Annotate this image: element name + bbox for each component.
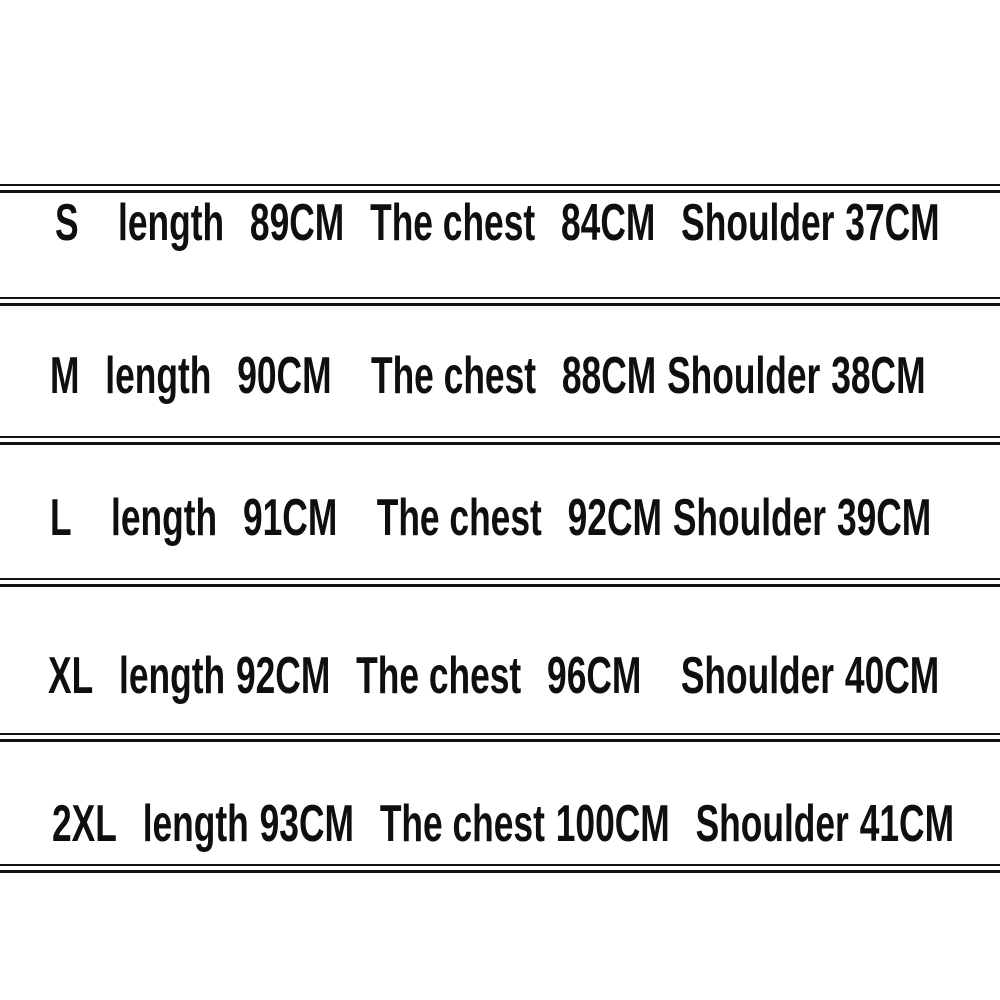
chest-value: 88CM <box>561 347 657 405</box>
length-label: length <box>119 647 226 705</box>
length-value: 90CM <box>237 347 332 405</box>
chest-label: The chest <box>370 194 536 252</box>
shoulder-label: Shoulder <box>667 347 821 405</box>
size-label: S <box>55 194 79 252</box>
chest-value: 84CM <box>561 194 656 252</box>
shoulder-value: 40CM <box>844 647 940 705</box>
length-value: 93CM <box>259 795 354 853</box>
size-label: L <box>50 489 72 547</box>
chest-label: The chest <box>379 795 545 853</box>
shoulder-value: 41CM <box>859 795 955 853</box>
chest-label: The chest <box>376 489 542 547</box>
chest-label: The chest <box>370 347 537 405</box>
shoulder-value: 38CM <box>831 347 926 405</box>
shoulder-label: Shoulder <box>681 194 835 252</box>
shoulder-label: Shoulder <box>672 489 827 547</box>
length-label: length <box>118 194 225 252</box>
size-row-s: S length 89CM The chest 84CM Shoulder 37… <box>55 197 940 249</box>
divider-line <box>0 297 1000 306</box>
length-label: length <box>111 489 218 547</box>
chest-value: 100CM <box>555 795 670 853</box>
length-label: length <box>105 347 212 405</box>
length-value: 92CM <box>235 647 331 705</box>
length-value: 89CM <box>249 194 345 252</box>
divider-line <box>0 733 1000 742</box>
shoulder-value: 39CM <box>836 489 932 547</box>
chest-label: The chest <box>356 647 522 705</box>
chest-value: 92CM <box>567 489 662 547</box>
length-value: 91CM <box>242 489 338 547</box>
divider-line <box>0 864 1000 873</box>
size-row-l: L length 91CM The chest 92CM Shoulder 39… <box>50 492 931 544</box>
divider-line <box>0 436 1000 445</box>
chest-value: 96CM <box>547 647 642 705</box>
size-label: M <box>50 347 80 405</box>
shoulder-label: Shoulder <box>695 795 849 853</box>
divider-line <box>0 184 1000 193</box>
size-row-2xl: 2XL length 93CM The chest 100CM Shoulder… <box>52 798 954 850</box>
length-label: length <box>142 795 249 853</box>
divider-line <box>0 578 1000 587</box>
shoulder-value: 37CM <box>845 194 940 252</box>
size-row-xl: XL length 92CM The chest 96CM Shoulder 4… <box>48 650 939 702</box>
size-label: 2XL <box>52 795 117 853</box>
size-label: XL <box>48 647 94 705</box>
shoulder-label: Shoulder <box>680 647 835 705</box>
size-row-m: M length 90CM The chest 88CM Shoulder 38… <box>50 350 926 402</box>
